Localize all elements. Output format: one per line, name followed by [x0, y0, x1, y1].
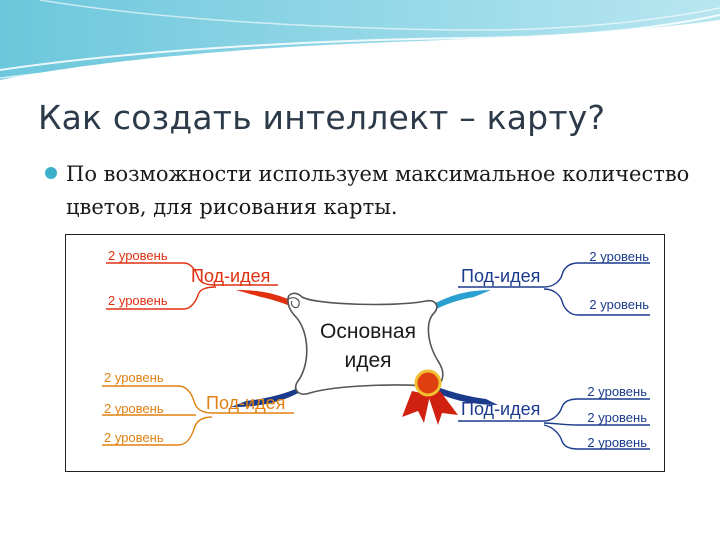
- central-idea-line2: идея: [344, 349, 391, 372]
- level-label: 2 уровень: [108, 293, 168, 308]
- bullet-text: По возможности используем максимальное к…: [66, 162, 690, 219]
- level-label: 2 уровень: [587, 435, 647, 450]
- seal-ribbon-icon: [402, 369, 458, 425]
- level-label: 2 уровень: [587, 410, 647, 425]
- header-wave-decoration: [0, 0, 720, 80]
- slide-title: Как создать интеллект – карту?: [38, 98, 606, 137]
- mind-map-diagram: Основная идея 2 уровень 2 уровень Под-ид…: [65, 234, 665, 472]
- subidea-label: Под-идея: [461, 266, 540, 286]
- level-label: 2 уровень: [589, 297, 649, 312]
- mind-map-svg: Основная идея 2 уровень 2 уровень Под-ид…: [102, 248, 650, 450]
- level-label: 2 уровень: [104, 401, 164, 416]
- central-idea-line1: Основная: [320, 320, 416, 343]
- subidea-label: Под-идея: [461, 399, 540, 419]
- bullet-dot: [45, 167, 57, 179]
- subidea-label: Под-идея: [206, 393, 285, 413]
- scroll-icon: [287, 292, 444, 395]
- level-label: 2 уровень: [108, 248, 168, 263]
- level-label: 2 уровень: [104, 430, 164, 445]
- branch-ribbon-bottom-right: [408, 371, 498, 405]
- subidea-label: Под-идея: [191, 266, 270, 286]
- level-label: 2 уровень: [104, 370, 164, 385]
- level-label: 2 уровень: [587, 384, 647, 399]
- level-label: 2 уровень: [589, 249, 649, 264]
